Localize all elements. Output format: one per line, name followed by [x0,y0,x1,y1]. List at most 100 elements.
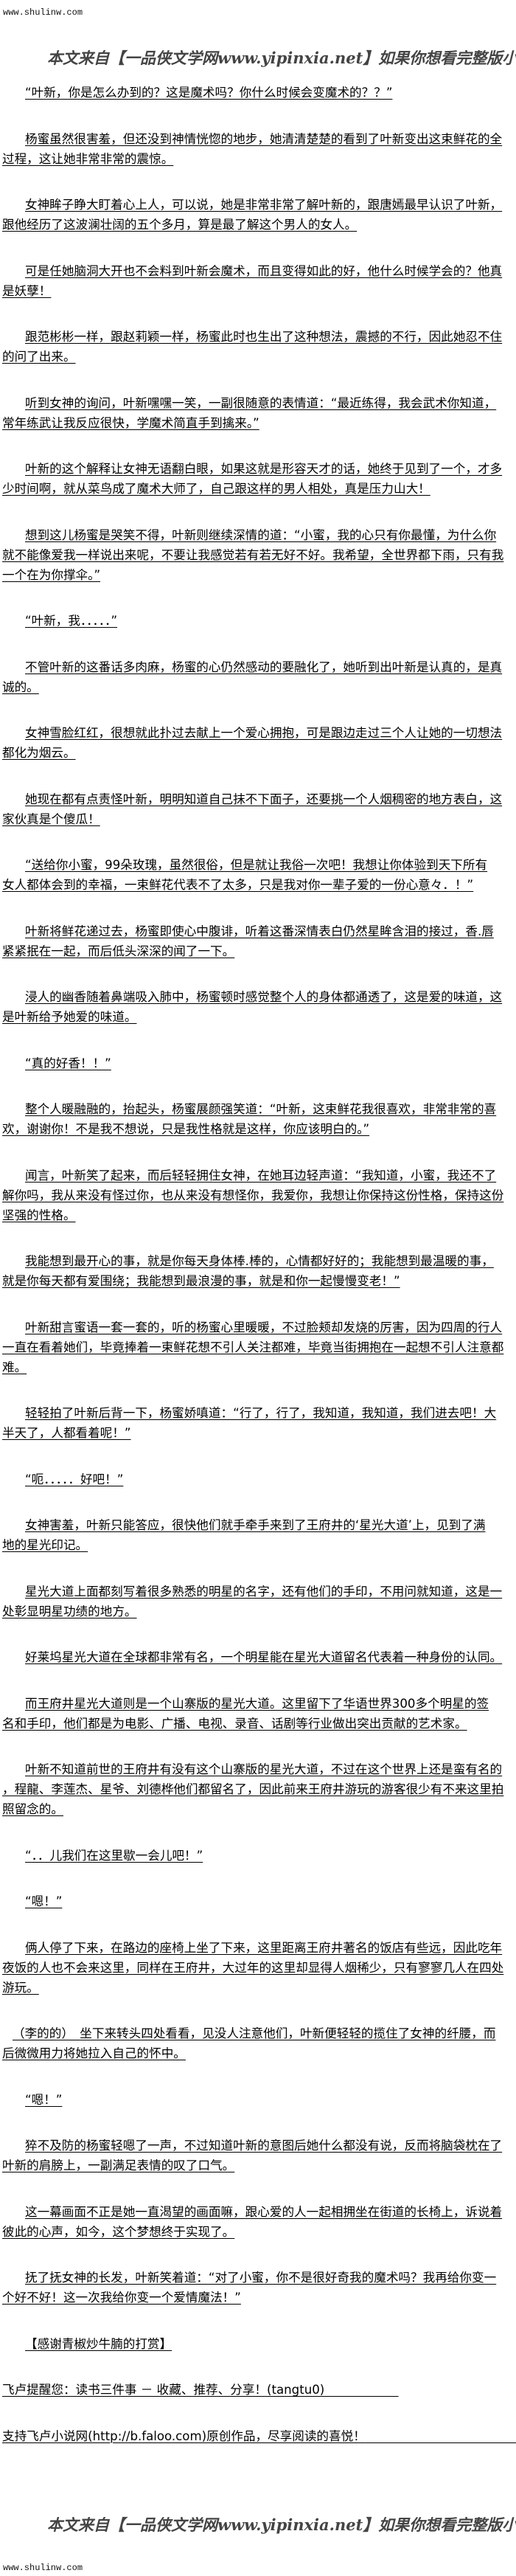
text-line: 女人都体会到的幸福，一束鲜花代表不了太多，只是我对你一辈子爱的一份心意々．！” [2,875,516,895]
text-line: “嗯！” [2,1891,516,1911]
text-line: 整个人暖融融的，抬起头，杨蜜展颜强笑道：“叶新，这束鲜花我很喜欢，非常非常的喜 [2,1099,516,1119]
line-text: 照留念的。 [2,1802,63,1816]
paragraph: “．．儿我们在这里歇一会儿吧！” [2,1846,516,1866]
article-body: “叶新，你是怎么办到的？这是魔术吗？你什么时候会变魔术的？？” 杨蜜虽然很害羞，但… [2,83,516,2472]
line-text: 的问了出来。 [2,350,76,364]
line-text: 女人都体会到的幸福，一束鲜花代表不了太多，只是我对你一辈子爱的一份心意々．！” [2,878,474,892]
source-banner-top: 本文来自【一品侠文学网www.yipinxia.net】如果你想看完整版小说，请 [47,49,516,67]
paragraph: 杨蜜虽然很害羞，但还没到神情恍惚的地步，她清清楚楚的看到了叶新变出这束鲜花的全过… [2,129,516,169]
text-line: 欢，谢谢你！不是我不想说，只是我性格就是这样，你应该明白的。” [2,1119,516,1139]
text-line: 女神眸子睁大盯着心上人，可以说，她是非常非常了解叶新的，跟唐嫣最早认识了叶新， [2,195,516,215]
line-text: 解你吗，我从来没有怪过你，也从来没有想怪你，我爱你，我想让你保持这份性格，保持这… [2,1188,504,1202]
line-text: 不管叶新的这番话多肉麻，杨蜜的心仍然感动的要融化了，她听到出叶新是认真的，是真 [25,659,503,674]
text-line: 难。 [2,1357,516,1377]
line-text: 常年练武让我反应很快，学魔术简直手到擒来。” [2,415,259,430]
text-line: 名和手印，他们都是为电影、广播、电视、录音、话剧等行业做出突出贡献的艺术家。 [2,1714,516,1734]
text-line: 叶新将鲜花递过去，杨蜜即使心中腹诽，听着这番深情表白仍然星眸含泪的接过，香.唇 [2,921,516,941]
line-text: 叶新的肩膀上，一副满足表情的叹了口气。 [2,2158,235,2172]
text-line: 坚强的性格。 [2,1205,516,1225]
line-text: 游玩。 [2,1980,39,1995]
text-line: “送给你小蜜，99朵玫瑰，虽然很俗，但是就让我俗一次吧！我想让你体验到天下所有 [2,855,516,875]
paragraph: 好莱坞星光大道在全球都非常有名，一个明星能在星光大道留名代表着一种身份的认同。 [2,1647,516,1667]
line-text: 想到这儿杨蜜是哭笑不得，叶新则继续深情的道：“小蜜，我的心只有你最懂，为什么你 [25,527,497,542]
text-line: 我能想到最开心的事，就是你每天身体棒.棒的，心情都好好的；我能想到最温暖的事， [2,1251,516,1271]
text-line: 轻轻拍了叶新后背一下，杨蜜娇嗔道：“行了，行了，我知道，我知道，我们进去吧！大 [2,1403,516,1423]
line-text: 听到女神的询问，叶新嘿嘿一笑，一副很随意的表情道：“最近练得，我会武术你知道， [25,395,497,410]
text-line: 过程，这让她非常非常的震惊。 [2,149,516,169]
line-text: 都化为烟云。 [2,746,76,760]
text-line: 是叶新给予她爱的味道。 [2,1007,516,1027]
line-text: 星光大道上面都刻写着很多熟悉的明星的名字，还有他们的手印，不用问就知道，这是一 [25,1584,503,1599]
paragraph: 闻言，叶新笑了起来，而后轻轻拥住女神，在她耳边轻声道：“我知道，小蜜，我还不了解… [2,1166,516,1225]
line-text: 女神雪脸红红，很想就此扑过去献上一个爱心拥抱，可是跟边走过三个人让她的一切想法 [25,726,503,740]
line-text: （李的的） 坐下来转头四处看看，见没人注意他们，叶新便轻轻的揽住了女神的纤腰，而 [13,2026,496,2040]
line-text: 叶新不知道前世的王府井有没有这个山寨版的星光大道，不过在这个世界上还是蛮有名的 [25,1762,503,1776]
line-text: 她现在都有点责怪叶新，明明知道自己抹不下面子，还要挑一个人烟稠密的地方表白，这 [25,792,503,806]
source-banner-bottom: 本文来自【一品侠文学网www.yipinxia.net】如果你想看完整版小说，请 [47,2516,516,2534]
paragraph: “叶新，我．．．．．” [2,611,516,631]
paragraph: 浸人的幽香随着鼻端吸入肺中，杨蜜顿时感觉整个人的身体都通透了，这是爱的味道，这是… [2,987,516,1027]
site-url-footer[interactable]: www.shulinw.com [3,2563,83,2573]
line-text: 处彰显明星功绩的地方。 [2,1604,137,1618]
line-text: 家伙真是个傻瓜！ [2,811,100,826]
text-line: （李的的） 坐下来转头四处看看，见没人注意他们，叶新便轻轻的揽住了女神的纤腰，而 [2,2023,516,2043]
paragraph: （李的的） 坐下来转头四处看看，见没人注意他们，叶新便轻轻的揽住了女神的纤腰，而… [2,2023,516,2063]
paragraph: 叶新的这个解释让女神无语翻白眼，如果这就是形容天才的话，她终于见到了一个，才多少… [2,459,516,499]
text-line: 支持飞卢小说网(http://b.faloo.com)原创作品，尽享阅读的喜悦！ [2,2426,516,2446]
text-line: 叶新的肩膀上，一副满足表情的叹了口气。 [2,2156,516,2175]
paragraph: 星光大道上面都刻写着很多熟悉的明星的名字，还有他们的手印，不用问就知道，这是一处… [2,1582,516,1621]
text-line: 游玩。 [2,1978,516,1998]
line-text: 我能想到最开心的事，就是你每天身体棒.棒的，心情都好好的；我能想到最温暖的事， [25,1254,494,1268]
text-line: 照留念的。 [2,1799,516,1819]
line-text: 紧紧抿在一起，而后低头深深的闻了一下。 [2,944,235,958]
text-line: 地的星光印记。 [2,1535,516,1555]
text-line: 浸人的幽香随着鼻端吸入肺中，杨蜜顿时感觉整个人的身体都通透了，这是爱的味道，这 [2,987,516,1007]
line-text: 闻言，叶新笑了起来，而后轻轻拥住女神，在她耳边轻声道：“我知道，小蜜，我还不了 [25,1168,497,1183]
paragraph: “嗯！” [2,1891,516,1911]
text-line: 跟他经历了这波澜壮阔的五个多月，算是最了解这个男人的女人。 [2,215,516,235]
line-text: 飞卢提醒您：读书三件事 － 收藏、推荐、分享！(tangtu0) [2,2383,325,2397]
line-text: “呃．．．．．好吧！” [25,1472,124,1486]
line-text: “送给你小蜜，99朵玫瑰，虽然很俗，但是就让我俗一次吧！我想让你体验到天下所有 [25,858,488,872]
line-text: 整个人暖融融的，抬起头，杨蜜展颜强笑道：“叶新，这束鲜花我很喜欢，非常非常的喜 [25,1102,497,1116]
text-line: 俩人停了下来，在路边的座椅上坐了下来，这里距离王府井著名的饭店有些远，因此吃年 [2,1938,516,1958]
paragraph: 叶新不知道前世的王府井有没有这个山寨版的星光大道，不过在这个世界上还是蛮有名的 ，… [2,1759,516,1819]
line-text: 一直在看着她们，毕竟捧着一束鲜花想不引人关注都难，毕竟当街拥抱在一起想不引人注意… [2,1340,504,1354]
text-line: 猝不及防的杨蜜轻嗯了一声，不过知道叶新的意图后她什么都没有说，反而将脑袋枕在了 [2,2136,516,2156]
text-line: “真的好香！！” [2,1053,516,1073]
line-text: 俩人停了下来，在路边的座椅上坐了下来，这里距离王府井著名的饭店有些远，因此吃年 [25,1940,503,1955]
paragraph: “叶新，你是怎么办到的？这是魔术吗？你什么时候会变魔术的？？” [2,83,516,103]
paragraph: 跟范彬彬一样，跟赵莉颖一样，杨蜜此时也生出了这种想法，震撼的不行，因此她忍不住的… [2,327,516,367]
text-line: ，程龍、李莲杰、星爷、刘德桦他们都留名了，因此前来王府井游玩的游客很少有不来这里… [2,1779,516,1799]
line-text: “叶新，我．．．．．” [25,614,118,628]
paragraph: “真的好香！！” [2,1053,516,1073]
line-text: 这一幕画面不正是她一直渴望的画面嘛，跟心爱的人一起相拥坐在街道的长椅上，诉说着 [25,2204,503,2219]
text-line: 一直在看着她们，毕竟捧着一束鲜花想不引人关注都难，毕竟当街拥抱在一起想不引人注意… [2,1337,516,1357]
line-text: 半天了，人都看着呢！” [2,1426,131,1440]
line-text: 彼此的心声，如今，这个梦想终于实现了。 [2,2224,235,2239]
line-text: 个好不好！这一次我给你变一个爱情魔法！” [2,2291,241,2305]
text-line: 不管叶新的这番话多肉麻，杨蜜的心仍然感动的要融化了，她听到出叶新是认真的，是真 [2,657,516,677]
text-line: 好莱坞星光大道在全球都非常有名，一个明星能在星光大道留名代表着一种身份的认同。 [2,1647,516,1667]
text-line: 这一幕画面不正是她一直渴望的画面嘛，跟心爱的人一起相拥坐在街道的长椅上，诉说着 [2,2202,516,2222]
paragraph: 想到这儿杨蜜是哭笑不得，叶新则继续深情的道：“小蜜，我的心只有你最懂，为什么你就… [2,525,516,585]
line-text: 是叶新给予她爱的味道。 [2,1010,137,1024]
text-line: 跟范彬彬一样，跟赵莉颖一样，杨蜜此时也生出了这种想法，震撼的不行，因此她忍不住 [2,327,516,347]
text-line: 处彰显明星功绩的地方。 [2,1602,516,1621]
line-text: 杨蜜虽然很害羞，但还没到神情恍惚的地步，她清清楚楚的看到了叶新变出这束鲜花的全 [25,131,503,146]
text-line: 彼此的心声，如今，这个梦想终于实现了。 [2,2222,516,2242]
text-line: 女神雪脸红红，很想就此扑过去献上一个爱心拥抱，可是跟边走过三个人让她的一切想法 [2,723,516,743]
text-line: 是妖孽！ [2,281,516,301]
line-text: “叶新，你是怎么办到的？这是魔术吗？你什么时候会变魔术的？？” [25,86,393,100]
paragraph: 不管叶新的这番话多肉麻，杨蜜的心仍然感动的要融化了，她听到出叶新是认真的，是真诚… [2,657,516,697]
paragraph: 听到女神的询问，叶新嘿嘿一笑，一副很随意的表情道：“最近练得，我会武术你知道， 常… [2,393,516,433]
line-text: “嗯！” [25,2092,63,2107]
text-line: 想到这儿杨蜜是哭笑不得，叶新则继续深情的道：“小蜜，我的心只有你最懂，为什么你 [2,525,516,545]
text-line: 紧紧抿在一起，而后低头深深的闻了一下。 [2,941,516,961]
text-line: 个好不好！这一次我给你变一个爱情魔法！” [2,2288,516,2307]
paragraph: 轻轻拍了叶新后背一下，杨蜜娇嗔道：“行了，行了，我知道，我知道，我们进去吧！大半… [2,1403,516,1443]
line-text: 坚强的性格。 [2,1208,76,1222]
text-line: 少时间啊，就从菜鸟成了魔术大师了，自己跟这样的男人相处，真是压力山大！ [2,479,516,499]
site-url-header[interactable]: www.shulinw.com [3,7,83,18]
paragraph: 她现在都有点责怪叶新，明明知道自己抹不下面子，还要挑一个人烟稠密的地方表白，这家… [2,789,516,829]
